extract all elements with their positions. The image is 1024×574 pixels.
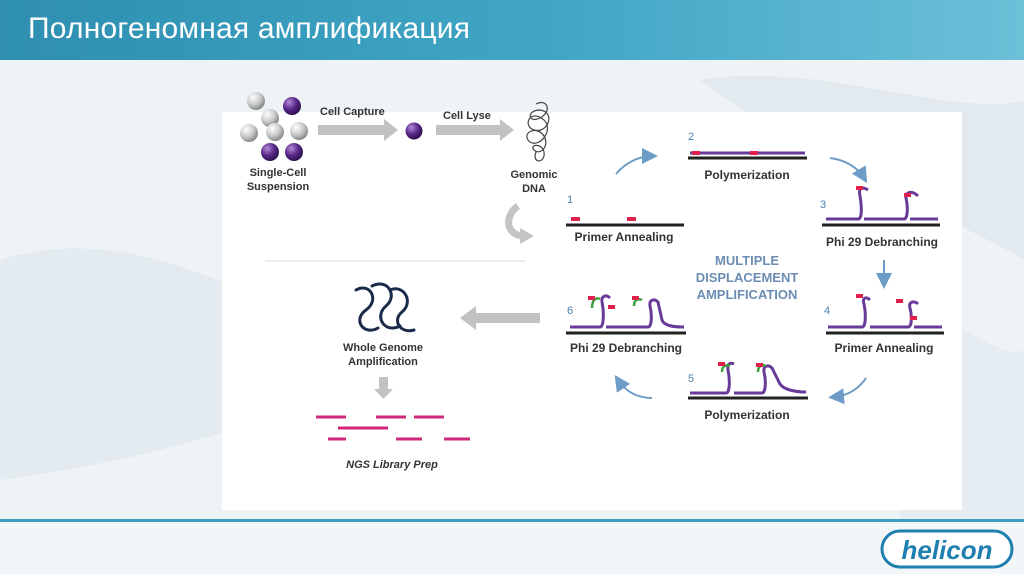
captured-cell (405, 122, 423, 140)
single-cell-label-2: Suspension (247, 181, 310, 193)
diagram-panel (222, 112, 962, 510)
single-cell-label-1: Single-Cell (250, 167, 307, 179)
cell-capture-label: Cell Capture (320, 106, 385, 118)
to-wga-arrow (460, 306, 540, 330)
cell-lyse-arrow (436, 119, 514, 141)
footer-band (0, 522, 1024, 574)
step-3-label: Phi 29 Debranching (826, 235, 938, 249)
step-1-number: 1 (567, 194, 573, 206)
cell-lyse-label: Cell Lyse (443, 110, 491, 122)
ngs-label: NGS Library Prep (346, 459, 438, 471)
step-5-graphic (688, 361, 808, 400)
step-4-graphic (826, 294, 944, 335)
genomic-dna-tangle (526, 102, 550, 162)
mda-center-3: AMPLIFICATION (697, 287, 798, 302)
mda-center-1: MULTIPLE (715, 253, 779, 268)
cell-suspension (240, 92, 308, 161)
wga-label-2: Amplification (348, 356, 418, 368)
genomic-label-1: Genomic (510, 169, 557, 181)
step-3-number: 3 (820, 199, 826, 211)
down-gray-arrow (374, 377, 393, 399)
curved-gray-arrow (505, 203, 534, 244)
step-6-number: 6 (567, 305, 573, 317)
slide-title: Полногеномная амплификация (28, 12, 471, 45)
helicon-logo[interactable]: helicon (880, 529, 1014, 569)
ngs-fragments (316, 415, 470, 441)
logo-text: helicon (901, 535, 992, 565)
step-2-graphic (688, 151, 807, 160)
mda-center-2: DISPLACEMENT (696, 270, 799, 285)
step-6-label: Phi 29 Debranching (570, 341, 682, 355)
cell-capture-arrow (318, 119, 398, 141)
step-6-graphic (566, 294, 686, 335)
step-3-graphic (822, 186, 940, 227)
header-bar: Полногеномная амплификация (0, 0, 1024, 60)
footer-line (0, 519, 1024, 522)
step-5-number: 5 (688, 373, 694, 385)
step-2-label: Polymerization (704, 168, 789, 182)
step-4-label: Primer Annealing (835, 341, 934, 355)
mda-diagram: Single-Cell Suspension Cell Capture Cell… (240, 92, 944, 471)
step-1-graphic (566, 217, 684, 227)
step-1-label: Primer Annealing (575, 230, 674, 244)
step-5-label: Polymerization (704, 408, 789, 422)
step-4-number: 4 (824, 305, 830, 317)
step-2-number: 2 (688, 131, 694, 143)
cycle-arrows (614, 148, 892, 405)
wga-label-1: Whole Genome (343, 342, 423, 354)
genomic-label-2: DNA (522, 183, 546, 195)
wga-helix-icon (354, 282, 416, 333)
